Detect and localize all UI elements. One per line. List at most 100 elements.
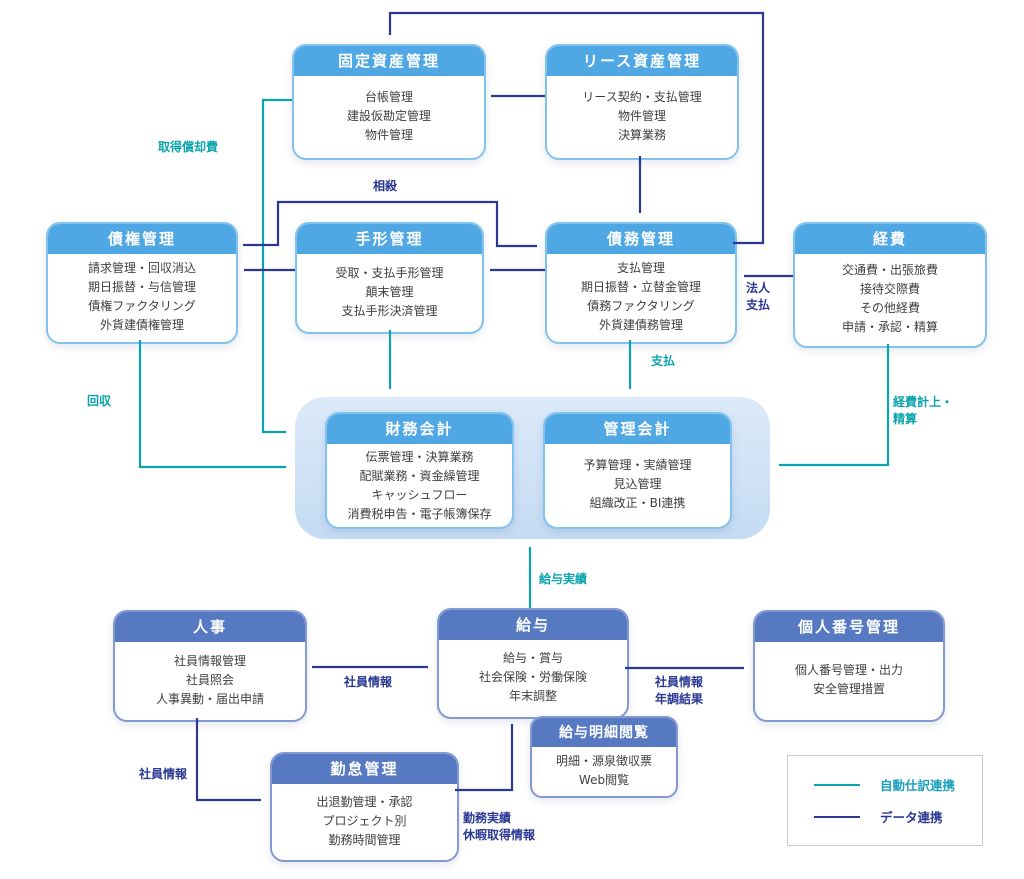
module-item: 外貨建債権管理 xyxy=(99,318,184,332)
edge-label-acquisition-depreciation: 取得償却費 xyxy=(158,140,219,154)
module-items: 受取・支払手形管理 顛末管理 支払手形決済管理 xyxy=(297,254,482,332)
module-item: 伝票管理・決算業務 xyxy=(365,450,474,464)
module-items: 台帳管理 建設仮勘定管理 物件管理 xyxy=(294,76,484,158)
module-management-accounting: 管理会計 予算管理・実績管理 見込管理 組織改正・BI連携 xyxy=(543,412,732,529)
edge-label-collection: 回収 xyxy=(87,394,112,408)
module-expenses: 経費 交通費・出張旅費 接待交際費 その他経費 申請・承認・精算 xyxy=(793,222,987,348)
module-items: 請求管理・回収消込 期日振替・与信管理 債権ファクタリング 外貨建債権管理 xyxy=(48,254,236,342)
module-item: 外貨建債務管理 xyxy=(598,318,683,332)
edge-hr-to-attendance xyxy=(195,718,261,802)
module-my-number: 個人番号管理 個人番号管理・出力 安全管理措置 xyxy=(753,610,945,722)
legend-auto-journal: 自動仕訳連携 xyxy=(812,775,982,794)
module-hr: 人事 社員情報管理 社員照会 人事異動・届出申請 xyxy=(113,610,307,722)
module-item: 決算業務 xyxy=(617,127,666,142)
module-item: 債権ファクタリング xyxy=(88,299,196,313)
legend-auto-journal-label: 自動仕訳連携 xyxy=(880,778,956,793)
module-title: 給与明細閲覧 xyxy=(532,718,676,747)
module-title: 個人番号管理 xyxy=(755,612,943,642)
module-title: 債務管理 xyxy=(547,224,735,254)
module-item: 物件管理 xyxy=(617,108,666,123)
module-item: 物件管理 xyxy=(364,127,413,142)
module-title: 債権管理 xyxy=(48,224,236,254)
module-items: リース契約・支払管理 物件管理 決算業務 xyxy=(547,76,737,158)
edge-fixed-assets-to-financial xyxy=(261,98,292,434)
module-item: 配賦業務・資金繰管理 xyxy=(359,469,480,483)
auto-journal-arrow-icon xyxy=(814,783,860,786)
module-item: 勤務時間管理 xyxy=(328,832,401,847)
edge-attendance-to-payroll xyxy=(455,724,514,792)
module-item: 接待交際費 xyxy=(859,282,920,296)
module-item: 人事異動・届出申請 xyxy=(155,691,264,706)
module-item: 社員情報管理 xyxy=(173,653,246,668)
module-item: 期日振替・立替金管理 xyxy=(580,280,701,294)
module-item: 組織改正・BI連携 xyxy=(589,496,686,510)
edge-label-expense-posting: 経費計上・ 精算 xyxy=(893,395,954,426)
module-item: 交通費・出張旅費 xyxy=(841,263,938,277)
module-lease-assets: リース資産管理 リース契約・支払管理 物件管理 決算業務 xyxy=(545,44,739,160)
module-item: その他経費 xyxy=(859,301,920,315)
module-title: 管理会計 xyxy=(545,414,730,444)
module-receivables: 債権管理 請求管理・回収消込 期日振替・与信管理 債権ファクタリング 外貨建債権… xyxy=(46,222,238,344)
data-link-arrow-icon xyxy=(814,815,860,818)
module-item: プロジェクト別 xyxy=(322,813,407,828)
module-title: 給与 xyxy=(439,610,627,640)
module-payroll: 給与 給与・賞与 社会保険・労働保険 年末調整 xyxy=(437,608,629,719)
module-financial-accounting: 財務会計 伝票管理・決算業務 配賦業務・資金繰管理 キャッシュフロー 消費税申告… xyxy=(325,412,514,529)
module-item: 給与・賞与 xyxy=(502,651,563,665)
module-title: 手形管理 xyxy=(297,224,482,254)
edge-label-employee-info-attendance: 社員情報 xyxy=(139,767,188,781)
module-item: リース契約・支払管理 xyxy=(582,89,702,104)
module-title: 勤怠管理 xyxy=(272,754,457,784)
module-item: 支払管理 xyxy=(616,261,665,275)
module-item: 債務ファクタリング xyxy=(587,299,695,313)
module-item: 明細・源泉徴収票 xyxy=(555,753,652,768)
module-items: 個人番号管理・出力 安全管理措置 xyxy=(755,642,943,720)
module-item: 請求管理・回収消込 xyxy=(87,261,196,275)
module-title: 財務会計 xyxy=(327,414,512,444)
module-item: 個人番号管理・出力 xyxy=(794,663,903,677)
edge-label-corporate-payment: 法人 支払 xyxy=(746,281,771,312)
module-items: 明細・源泉徴収票 Web閲覧 xyxy=(532,747,676,796)
edge-expenses-to-financial xyxy=(779,344,890,467)
module-items: 交通費・出張旅費 接待交際費 その他経費 申請・承認・精算 xyxy=(795,254,985,346)
module-item: 顛末管理 xyxy=(365,284,414,299)
module-items: 予算管理・実績管理 見込管理 組織改正・BI連携 xyxy=(545,444,730,527)
edge-label-offset: 相殺 xyxy=(373,179,398,193)
module-fixed-assets: 固定資産管理 台帳管理 建設仮勘定管理 物件管理 xyxy=(292,44,486,160)
module-item: Web閲覧 xyxy=(578,772,630,787)
module-item: 支払手形決済管理 xyxy=(341,303,438,318)
module-item: 社会保険・労働保険 xyxy=(478,670,587,684)
module-item: キャッシュフロー xyxy=(371,488,468,502)
module-bills: 手形管理 受取・支払手形管理 顛末管理 支払手形決済管理 xyxy=(295,222,484,334)
module-title: 固定資産管理 xyxy=(294,46,484,76)
edge-label-payment: 支払 xyxy=(651,354,676,368)
module-attendance: 勤怠管理 出退勤管理・承認 プロジェクト別 勤務時間管理 xyxy=(270,752,459,862)
module-title: 人事 xyxy=(115,612,305,642)
module-items: 伝票管理・決算業務 配賦業務・資金繰管理 キャッシュフロー 消費税申告・電子帳簿… xyxy=(327,444,512,527)
edge-receivables-to-financial xyxy=(138,340,286,469)
module-item: 予算管理・実績管理 xyxy=(583,458,692,472)
module-item: 社員照会 xyxy=(185,672,234,687)
module-item: 受取・支払手形管理 xyxy=(335,265,444,280)
module-item: 建設仮勘定管理 xyxy=(346,108,431,123)
legend-data-link-label: データ連携 xyxy=(880,810,943,825)
module-item: 出退勤管理・承認 xyxy=(316,794,413,809)
edge-label-employee-info-yearend: 社員情報 年調結果 xyxy=(655,675,704,706)
module-items: 出退勤管理・承認 プロジェクト別 勤務時間管理 xyxy=(272,784,457,860)
legend: 自動仕訳連携 データ連携 xyxy=(787,755,983,846)
module-item: 消費税申告・電子帳簿保存 xyxy=(347,507,492,521)
module-items: 支払管理 期日振替・立替金管理 債務ファクタリング 外貨建債務管理 xyxy=(547,254,735,342)
module-item: 期日振替・与信管理 xyxy=(87,280,196,294)
edge-label-work-results: 勤務実績 休暇取得情報 xyxy=(463,811,536,842)
legend-data-link: データ連携 xyxy=(812,807,982,826)
module-item: 年末調整 xyxy=(508,689,557,703)
module-item: 見込管理 xyxy=(613,477,662,491)
module-payables: 債務管理 支払管理 期日振替・立替金管理 債務ファクタリング 外貨建債務管理 xyxy=(545,222,737,344)
module-item: 申請・承認・精算 xyxy=(841,320,938,334)
module-items: 社員情報管理 社員照会 人事異動・届出申請 xyxy=(115,642,305,720)
module-title: 経費 xyxy=(795,224,985,254)
module-item: 安全管理措置 xyxy=(812,682,885,696)
module-item: 台帳管理 xyxy=(364,89,413,104)
edge-label-employee-info: 社員情報 xyxy=(344,675,393,689)
